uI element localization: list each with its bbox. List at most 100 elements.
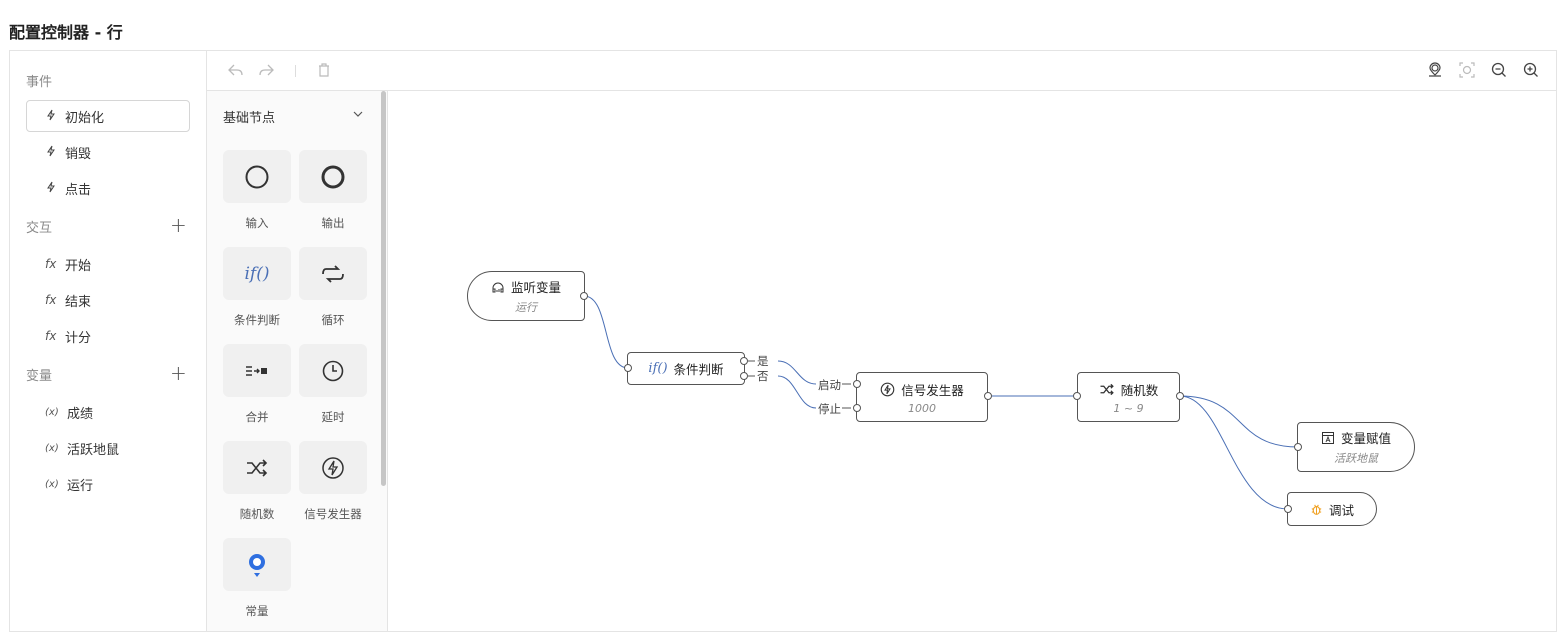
- loop-icon: [322, 264, 344, 283]
- palette-node-constant[interactable]: [223, 538, 291, 591]
- edge-no-stop: [777, 375, 817, 409]
- if-icon: if(): [244, 263, 270, 284]
- node-subtitle: 1 ~ 9: [1113, 401, 1144, 415]
- variable-icon: (x): [45, 478, 59, 490]
- lightning-icon: [45, 181, 65, 196]
- add-var-button[interactable]: +: [170, 361, 187, 385]
- node-random[interactable]: 随机数 1 ~ 9: [1077, 372, 1180, 422]
- fit-view-icon: [1459, 62, 1475, 78]
- bug-icon: [1311, 504, 1322, 515]
- port-signal-out[interactable]: [984, 392, 992, 400]
- palette-label-loop: 循环: [321, 313, 345, 327]
- port-cond-yes[interactable]: [740, 357, 748, 365]
- lightning-icon: [45, 109, 65, 124]
- interact-item-end[interactable]: fx 结束: [26, 284, 190, 316]
- node-condition[interactable]: if() 条件判断: [627, 352, 745, 385]
- interact-item-start[interactable]: fx 开始: [26, 248, 190, 280]
- palette-label-random: 随机数: [239, 507, 275, 521]
- undo-button[interactable]: [227, 61, 247, 81]
- circle-bold-icon: [321, 165, 345, 188]
- palette-node-output[interactable]: [299, 150, 367, 203]
- event-label: 初始化: [65, 110, 105, 126]
- interact-item-score[interactable]: fx 计分: [26, 320, 190, 352]
- port-signal-start[interactable]: [853, 380, 861, 388]
- shuffle-icon: [247, 458, 268, 477]
- node-title: 变量赋值: [1340, 431, 1391, 446]
- circle-icon: [245, 165, 269, 188]
- node-listen-variable[interactable]: 监听变量 运行: [467, 271, 585, 321]
- node-title: 随机数: [1120, 382, 1159, 398]
- palette-node-loop[interactable]: [299, 247, 367, 300]
- port-debug-in[interactable]: [1284, 505, 1292, 513]
- port-cond-in[interactable]: [624, 364, 632, 372]
- event-item-click[interactable]: 点击: [26, 172, 190, 204]
- var-label: 运行: [67, 478, 94, 494]
- event-item-destroy[interactable]: 销毁: [26, 136, 190, 168]
- flow-canvas[interactable]: 监听变量 运行 if() 条件判断 是 否 信号发生器 1000 启动 停止: [388, 91, 1556, 631]
- palette-node-signal[interactable]: [299, 441, 367, 494]
- palette-label-constant: 常量: [245, 604, 269, 618]
- node-title: 条件判断: [673, 362, 724, 377]
- fit-view-button[interactable]: [1458, 61, 1478, 81]
- edge-random-assign: [1179, 395, 1299, 448]
- port-assign-in[interactable]: [1294, 443, 1302, 451]
- palette-node-random[interactable]: [223, 441, 291, 494]
- var-item-score[interactable]: (x) 成绩: [26, 396, 190, 428]
- headphones-icon: [492, 282, 504, 292]
- clock-icon: [322, 360, 344, 381]
- toolbar: [207, 51, 1556, 91]
- interact-label: 计分: [65, 330, 92, 346]
- locate-button[interactable]: [1426, 61, 1446, 81]
- lightning-circle-icon: [322, 456, 344, 479]
- port-label-stop: 停止: [818, 402, 841, 416]
- chevron-down-icon[interactable]: [352, 105, 364, 124]
- page-title: 配置控制器 - 行: [9, 23, 123, 42]
- edge-listen-cond: [583, 295, 629, 369]
- event-label: 销毁: [65, 146, 92, 162]
- toolbar-divider: [295, 65, 296, 77]
- event-item-init[interactable]: 初始化: [26, 100, 190, 132]
- events-section-label: 事件: [26, 75, 53, 90]
- zoom-in-button[interactable]: [1522, 61, 1542, 81]
- palette-node-merge[interactable]: [223, 344, 291, 397]
- edges-layer: [583, 295, 1299, 510]
- redo-button[interactable]: [257, 61, 277, 81]
- var-label: 活跃地鼠: [67, 442, 120, 458]
- palette-node-delay[interactable]: [299, 344, 367, 397]
- var-item-running[interactable]: (x) 运行: [26, 468, 190, 500]
- port-signal-stop[interactable]: [853, 404, 861, 412]
- port-random-out[interactable]: [1176, 392, 1184, 400]
- add-interact-button[interactable]: +: [170, 213, 187, 237]
- zoom-in-icon: [1523, 62, 1538, 77]
- node-palette: 基础节点 输入 输出 if() 条件判断 循环 合并 延时: [207, 91, 388, 631]
- palette-node-input[interactable]: [223, 150, 291, 203]
- var-item-active-mole[interactable]: (x) 活跃地鼠: [26, 432, 190, 464]
- variable-icon: (x): [45, 442, 59, 454]
- palette-label-output: 输出: [321, 216, 345, 230]
- port-cond-no[interactable]: [740, 372, 748, 380]
- palette-scrollbar[interactable]: [381, 91, 386, 486]
- port-listen-out[interactable]: [580, 292, 588, 300]
- zoom-out-icon: [1491, 62, 1506, 77]
- left-panel: 事件 初始化 销毁 点击 交互 + fx 开始 fx 结束: [10, 51, 207, 631]
- interact-label: 结束: [65, 294, 92, 310]
- node-signal-generator[interactable]: 信号发生器 1000: [856, 372, 988, 422]
- palette-node-condition[interactable]: if(): [223, 247, 291, 300]
- node-debug[interactable]: 调试: [1287, 492, 1377, 526]
- interact-label: 开始: [65, 258, 92, 274]
- palette-label-delay: 延时: [321, 410, 345, 424]
- event-label: 点击: [65, 182, 92, 198]
- redo-icon: [259, 64, 274, 76]
- delete-button[interactable]: [315, 61, 335, 81]
- port-random-in[interactable]: [1073, 392, 1081, 400]
- undo-icon: [228, 64, 243, 76]
- trash-icon: [319, 63, 329, 77]
- node-title: 监听变量: [510, 280, 561, 295]
- edge-yes-start: [777, 360, 817, 385]
- var-label: 成绩: [67, 406, 94, 422]
- port-label-yes: 是: [757, 354, 769, 368]
- palette-label-condition: 条件判断: [234, 313, 280, 327]
- function-icon: fx: [45, 293, 57, 307]
- zoom-out-button[interactable]: [1490, 61, 1510, 81]
- node-variable-assign[interactable]: 变量赋值 活跃地鼠: [1297, 422, 1415, 472]
